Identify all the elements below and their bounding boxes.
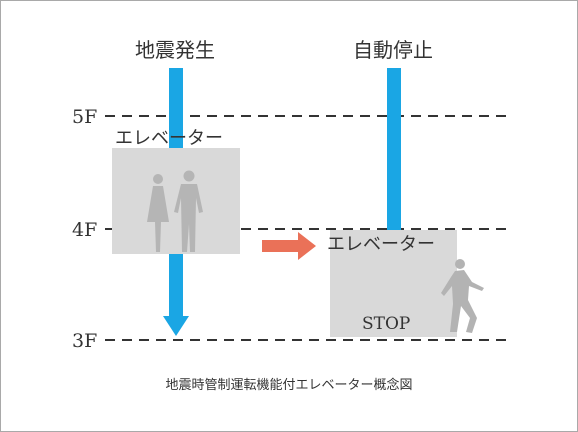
earthquake-label: 地震発生	[135, 38, 215, 62]
elevator-label-left: エレベーター	[115, 128, 223, 149]
figure-caption: 地震時管制運転機能付エレベーター概念図	[165, 377, 412, 393]
elevator-car-moving	[112, 148, 240, 254]
right-arrow-icon	[262, 232, 316, 260]
floor-label-5f: 5F	[72, 106, 97, 128]
elevator-label-right: エレベーター	[327, 234, 435, 255]
walking-person-icon	[441, 259, 484, 333]
elevator-car-stopped	[330, 230, 457, 337]
auto-stop-label: 自動停止	[353, 38, 433, 62]
floor-label-3f: 3F	[72, 330, 97, 352]
couple-silhouette-icon	[147, 170, 203, 252]
floor-label-4f: 4F	[72, 219, 97, 241]
stop-label: STOP	[362, 314, 410, 334]
stopped-shaft-bar	[387, 68, 401, 231]
